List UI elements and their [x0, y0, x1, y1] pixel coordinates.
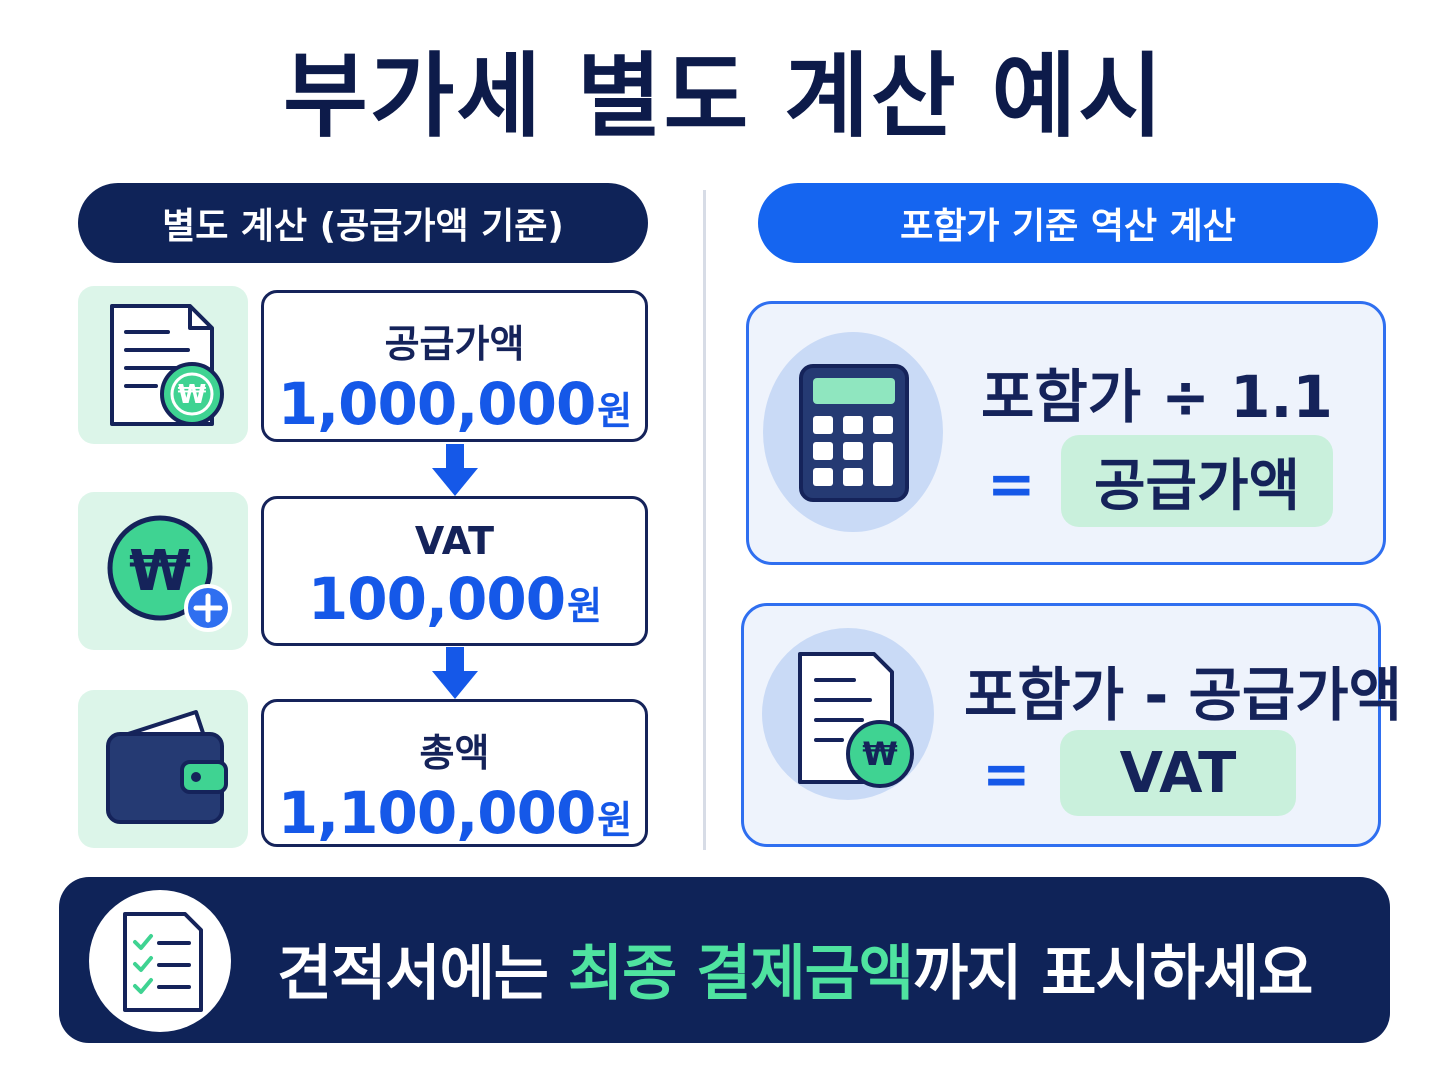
- tip-banner: 견적서에는 최종 결제금액까지 표시하세요: [59, 877, 1390, 1043]
- vat-box: VAT 100,000원: [261, 496, 648, 646]
- right-section-header: 포함가 기준 역산 계산: [758, 183, 1378, 263]
- vat-amount: 100,000원: [307, 565, 602, 633]
- supply-price-amount: 1,000,000원: [277, 370, 633, 438]
- checklist-icon: [123, 912, 203, 1012]
- svg-text:₩: ₩: [862, 735, 897, 773]
- formula-1-expression: 포함가 ÷ 1.1: [981, 363, 1333, 431]
- invoice-won-icon: ₩: [78, 286, 248, 444]
- checklist-icon-bg: [89, 890, 231, 1032]
- formula-card-vat: ₩ 포함가 - 공급가액 = VAT: [741, 603, 1402, 847]
- tip-text: 견적서에는 최종 결제금액까지 표시하세요: [277, 939, 1313, 1009]
- formula-2-expression: 포함가 - 공급가액: [964, 661, 1402, 729]
- tip-highlight: 최종 결제금액: [567, 939, 914, 1009]
- document-icon-bg: ₩: [762, 628, 934, 800]
- calculator-icon: [799, 364, 909, 502]
- formula-2-result: VAT: [1060, 730, 1296, 816]
- won-coin-plus-icon: ₩: [78, 492, 248, 650]
- vat-label: VAT: [414, 519, 495, 563]
- total-box: 총액 1,100,000원: [261, 699, 648, 847]
- wallet-icon: [78, 690, 248, 848]
- formula-card-supply: 포함가 ÷ 1.1 = 공급가액: [746, 301, 1386, 565]
- document-won-icon: ₩: [798, 652, 914, 788]
- supply-price-box: 공급가액 1,000,000원: [261, 290, 648, 442]
- total-amount: 1,100,000원: [277, 779, 633, 847]
- page-title: 부가세 별도 계산 예시: [283, 43, 1165, 150]
- left-section-header: 별도 계산 (공급가액 기준): [78, 183, 648, 263]
- supply-price-label: 공급가액: [384, 322, 525, 366]
- total-label: 총액: [419, 731, 490, 775]
- formula-1-equals: =: [987, 450, 1036, 518]
- section-divider: [703, 190, 706, 850]
- svg-text:₩: ₩: [178, 380, 207, 410]
- calculator-icon-bg: [763, 332, 943, 532]
- formula-2-equals: =: [982, 740, 1031, 808]
- arrow-down-icon: [432, 647, 478, 699]
- arrow-down-icon: [432, 444, 478, 496]
- formula-1-result: 공급가액: [1061, 435, 1333, 527]
- svg-text:₩: ₩: [129, 539, 191, 604]
